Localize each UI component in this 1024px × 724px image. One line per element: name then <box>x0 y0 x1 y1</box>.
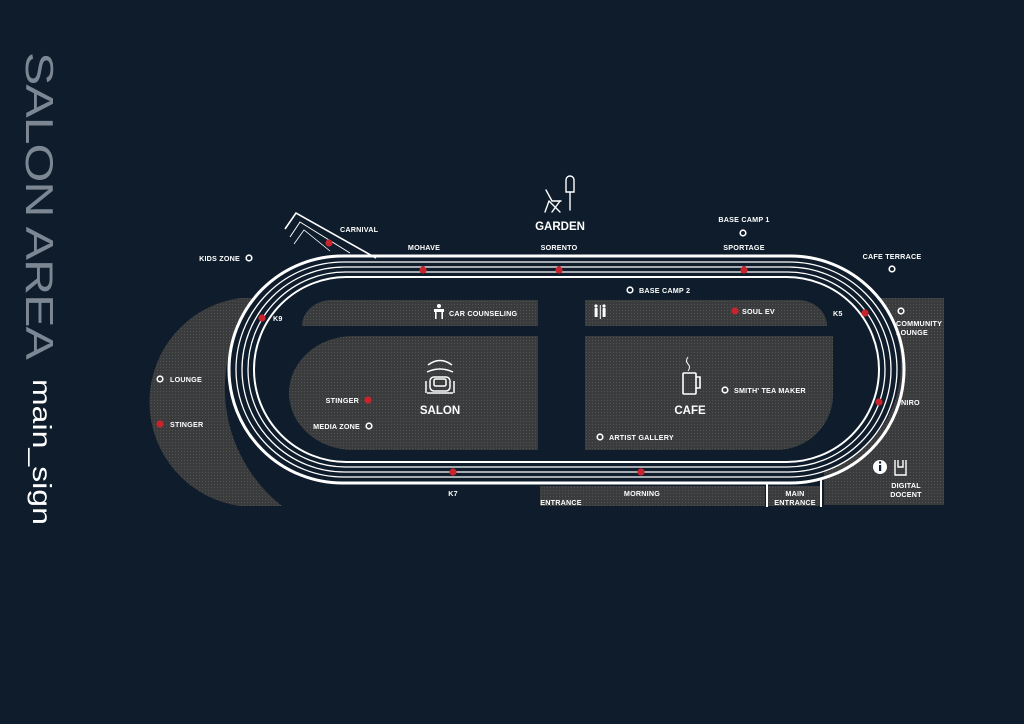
marker-kids-zone[interactable] <box>245 254 253 262</box>
marker-community-lounge[interactable] <box>897 307 905 315</box>
hotspot-niro[interactable] <box>875 398 883 406</box>
label-k5: K5 <box>833 309 843 318</box>
track-lane-3 <box>241 266 892 473</box>
hotspot-stinger-left[interactable] <box>156 420 164 428</box>
hotspot-morning[interactable] <box>637 468 645 476</box>
label-base-camp-2: BASE CAMP 2 <box>639 286 690 295</box>
label-smith-tea-maker: SMITH' TEA MAKER <box>734 386 806 395</box>
carnival-ramp-inner-2 <box>293 229 331 252</box>
label-carnival: CARNIVAL <box>340 225 379 234</box>
marker-base-camp-1[interactable] <box>739 229 747 237</box>
zone-label-salon: SALON <box>420 405 460 417</box>
label-sportage: SPORTAGE <box>723 243 764 252</box>
label-lounge: LOUNGE <box>170 375 202 384</box>
hotspot-stinger-salon[interactable] <box>364 396 372 404</box>
label-k7: K7 <box>448 489 458 498</box>
tablet-icon <box>894 460 907 476</box>
label-entrance: ENTRANCE <box>540 498 582 507</box>
hotspots <box>156 239 883 476</box>
label-artist-gallery: ARTIST GALLERY <box>609 433 674 442</box>
page-title-block: SALON AREA main_sign <box>17 52 70 526</box>
ring-markers <box>156 229 905 441</box>
zone-areas <box>149 298 944 506</box>
hotspot-sorento[interactable] <box>555 266 563 274</box>
zone-soul-ev <box>585 300 828 326</box>
coffee-cup-icon <box>682 356 701 395</box>
zone-label-garden: GARDEN <box>535 221 585 233</box>
marker-media-zone[interactable] <box>365 422 373 430</box>
label-sorento: SORENTO <box>541 243 578 252</box>
label-community-lounge-line2: LOUNGE <box>896 328 928 337</box>
label-base-camp-1: BASE CAMP 1 <box>718 215 769 224</box>
marker-cafe-terrace[interactable] <box>888 265 896 273</box>
label-niro: NIRO <box>901 398 920 407</box>
carnival-ramp <box>284 211 377 259</box>
zone-entrance-strip <box>540 486 765 506</box>
page-subtitle: main_sign <box>27 379 57 526</box>
label-digital-docent-line2: DOCENT <box>890 490 922 499</box>
hotspot-k5[interactable] <box>861 309 869 317</box>
counseling-desk-icon <box>434 304 444 319</box>
label-kids-zone: KIDS ZONE <box>199 254 240 263</box>
zone-main-entrance-strip <box>768 486 820 506</box>
zone-label-cafe: CAFE <box>674 405 706 417</box>
label-stinger-left: STINGER <box>170 420 204 429</box>
track-lane-4 <box>247 271 886 468</box>
label-digital-docent-line1: DIGITAL <box>891 481 921 490</box>
zone-community-area <box>824 298 944 505</box>
label-main-entrance-line2: ENTRANCE <box>774 498 816 507</box>
label-main-entrance-line1: MAIN <box>785 489 804 498</box>
label-media-zone: MEDIA ZONE <box>313 422 360 431</box>
info-icon[interactable] <box>873 460 887 474</box>
marker-lounge[interactable] <box>156 375 164 383</box>
hotspot-carnival[interactable] <box>325 239 333 247</box>
marker-smith-tea-maker[interactable] <box>721 386 729 394</box>
hotspot-soul-ev[interactable] <box>731 307 739 315</box>
label-stinger-salon: STINGER <box>326 396 360 405</box>
zone-lounge-area <box>149 298 282 506</box>
label-car-counseling: CAR COUNSELING <box>449 309 517 318</box>
armchair-icon <box>425 359 455 394</box>
zone-salon <box>289 336 538 450</box>
restroom-icon <box>594 304 606 319</box>
page-title: SALON AREA <box>17 52 62 359</box>
marker-base-camp-2[interactable] <box>626 286 634 294</box>
track-lane-1 <box>227 254 906 485</box>
label-morning: MORNING <box>624 489 660 498</box>
marker-artist-gallery[interactable] <box>596 433 604 441</box>
hotspot-k9[interactable] <box>258 314 266 322</box>
label-k9: K9 <box>273 314 283 323</box>
label-soul-ev: SOUL EV <box>742 307 775 316</box>
hotspot-mohave[interactable] <box>419 266 427 274</box>
hotspot-k7[interactable] <box>449 468 457 476</box>
zone-cafe <box>585 336 833 450</box>
carnival-ramp-inner <box>289 221 351 254</box>
label-cafe-terrace: CAFE TERRACE <box>863 252 922 261</box>
track-lane-5 <box>253 276 880 463</box>
zone-car-counseling <box>301 300 538 326</box>
running-track <box>227 211 906 507</box>
label-mohave: MOHAVE <box>408 243 440 252</box>
hotspot-sportage[interactable] <box>740 266 748 274</box>
garden-chair-umbrella-icon <box>544 175 575 213</box>
track-lane-2 <box>235 261 898 478</box>
label-community-lounge-line1: COMMUNITY <box>896 319 942 328</box>
